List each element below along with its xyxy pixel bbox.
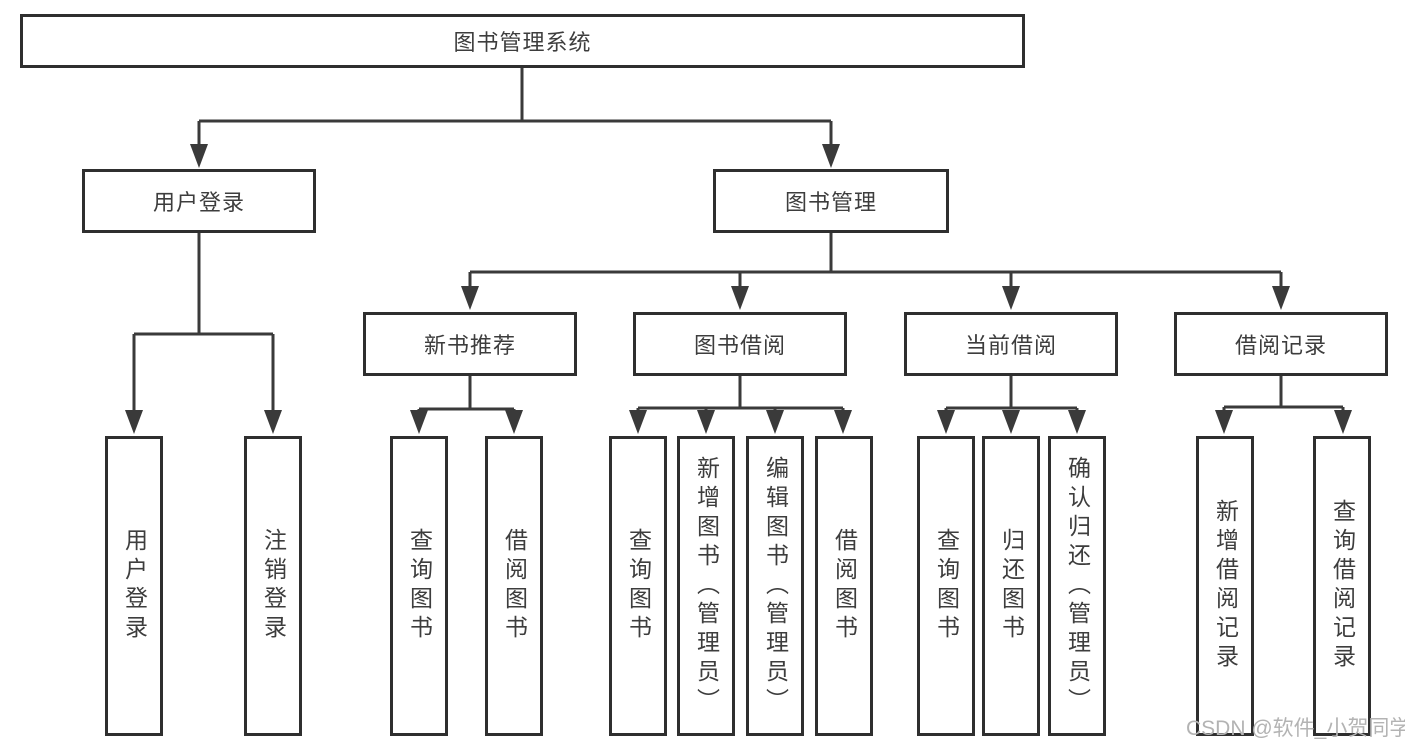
connector-root-to-level2: [190, 68, 840, 168]
node-label: 查询图书: [406, 528, 433, 644]
leaf-confirm-return-admin: 确认归还（管理员）: [1048, 436, 1106, 736]
node-library-management-system: 图书管理系统: [20, 14, 1025, 68]
leaf-query-books-new: 查询图书: [390, 436, 448, 736]
node-borrowing-records: 借阅记录: [1174, 312, 1388, 376]
node-label: 图书管理: [784, 190, 877, 215]
leaf-return-books: 归还图书: [982, 436, 1040, 736]
connector-user-login-to-leaves: [125, 233, 282, 434]
connector-book-borrow-to-leaves: [629, 376, 852, 434]
node-label: 图书管理系统: [453, 30, 592, 55]
node-label: 借阅记录: [1234, 333, 1327, 358]
leaf-add-borrow-record: 新增借阅记录: [1196, 436, 1254, 736]
node-label: 查询借阅记录: [1329, 499, 1356, 673]
connector-current-borrow-to-leaves: [937, 376, 1086, 434]
node-label: 图书借阅: [693, 333, 786, 358]
leaf-logout: 注销登录: [244, 436, 302, 736]
leaf-edit-books-admin: 编辑图书（管理员）: [746, 436, 804, 736]
node-new-book-recommendation: 新书推荐: [363, 312, 577, 376]
node-label: 新增借阅记录: [1212, 499, 1239, 673]
leaf-query-books-borrow: 查询图书: [609, 436, 667, 736]
node-user-login: 用户登录: [82, 169, 316, 233]
node-book-borrowing: 图书借阅: [633, 312, 847, 376]
csdn-watermark: CSDN @软件_小贺同学: [1186, 717, 1405, 740]
node-book-management: 图书管理: [713, 169, 949, 233]
leaf-borrow-books-new: 借阅图书: [485, 436, 543, 736]
node-label: 借阅图书: [831, 528, 858, 644]
connector-borrow-records-to-leaves: [1215, 376, 1352, 434]
leaf-borrow-books: 借阅图书: [815, 436, 873, 736]
node-label: 确认归还（管理员）: [1064, 455, 1091, 717]
node-label: 注销登录: [260, 528, 287, 644]
leaf-add-books-admin: 新增图书（管理员）: [677, 436, 735, 736]
node-label: 借阅图书: [501, 528, 528, 644]
node-label: 新书推荐: [423, 333, 516, 358]
node-label: 新增图书（管理员）: [693, 455, 720, 717]
node-label: 编辑图书（管理员）: [762, 455, 789, 717]
leaf-user-login: 用户登录: [105, 436, 163, 736]
connector-new-books-to-leaves: [410, 376, 523, 434]
node-label: 用户登录: [121, 528, 148, 644]
node-label: 查询图书: [625, 528, 652, 644]
node-label: 归还图书: [998, 528, 1025, 644]
leaf-query-borrow-record: 查询借阅记录: [1313, 436, 1371, 736]
node-current-borrowing: 当前借阅: [904, 312, 1118, 376]
node-label: 当前借阅: [964, 333, 1057, 358]
node-label: 用户登录: [152, 190, 245, 215]
node-label: 查询图书: [933, 528, 960, 644]
connector-book-mgmt-to-level3: [461, 233, 1290, 310]
leaf-query-books-current: 查询图书: [917, 436, 975, 736]
